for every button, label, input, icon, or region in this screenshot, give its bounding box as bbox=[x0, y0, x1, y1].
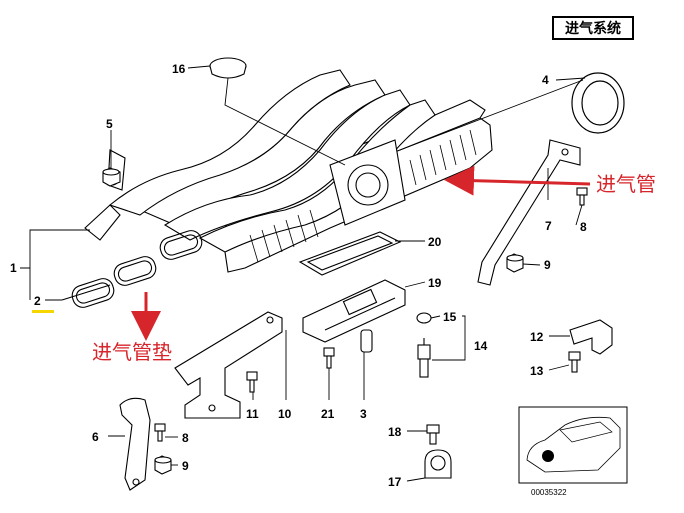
screw-11 bbox=[246, 371, 258, 393]
cap bbox=[209, 57, 247, 79]
temperature-sensor bbox=[416, 312, 432, 378]
part-number-7: 7 bbox=[545, 219, 552, 233]
bracket-10 bbox=[174, 311, 283, 419]
part-number-21: 21 bbox=[321, 407, 335, 421]
bracket-6 bbox=[119, 397, 151, 491]
intake-manifold-callout: 进气管 bbox=[596, 172, 656, 196]
part-number-17: 17 bbox=[388, 475, 402, 489]
part-number-1: 1 bbox=[10, 261, 17, 275]
part-number-15: 15 bbox=[443, 310, 457, 324]
part-number-2: 2 bbox=[34, 294, 41, 308]
part-number-12: 12 bbox=[530, 330, 544, 344]
part-number-16: 16 bbox=[172, 62, 186, 76]
screw-18 bbox=[426, 424, 440, 445]
part-number-4: 4 bbox=[542, 73, 549, 87]
part-number-19: 19 bbox=[428, 276, 442, 290]
part-number-9-bottom: 9 bbox=[182, 459, 189, 473]
screw-8-top bbox=[576, 187, 588, 206]
part-number-20: 20 bbox=[428, 235, 442, 249]
part-number-14: 14 bbox=[474, 339, 488, 353]
part-number-8-bottom: 8 bbox=[182, 431, 189, 445]
part-2-highlight bbox=[32, 310, 54, 313]
screw-21 bbox=[323, 347, 335, 369]
part-number-6: 6 bbox=[92, 430, 99, 444]
diagram-title: 进气系统 bbox=[552, 16, 634, 40]
vehicle-location-inset: 00035322 bbox=[518, 406, 628, 497]
part-number-18: 18 bbox=[388, 425, 402, 439]
part-number-8-top: 8 bbox=[580, 220, 587, 234]
part-number-10: 10 bbox=[278, 407, 292, 421]
part-number-3: 3 bbox=[360, 407, 367, 421]
strut-7 bbox=[477, 139, 581, 286]
part-number-11: 11 bbox=[246, 407, 259, 421]
callout-arrows bbox=[131, 165, 591, 341]
screw-8-bottom bbox=[154, 423, 166, 442]
sealing-ring bbox=[571, 72, 625, 134]
throttle-gasket bbox=[298, 231, 402, 276]
idle-valve bbox=[302, 279, 406, 343]
nut-9-top bbox=[506, 253, 524, 273]
intake-manifold bbox=[84, 69, 493, 273]
nut-9-bottom bbox=[154, 455, 172, 475]
bracket-12 bbox=[569, 319, 613, 355]
clip-17 bbox=[424, 449, 452, 479]
manifold-gasket-callout: 进气管垫 bbox=[92, 340, 172, 364]
part-number-9-top: 9 bbox=[544, 258, 551, 272]
manifold-gasket bbox=[61, 230, 203, 308]
leader-lines bbox=[20, 65, 586, 482]
part-numbers: 16 4 5 1 2 20 19 15 14 7 8 9 12 13 10 11… bbox=[10, 62, 587, 489]
part-number-5: 5 bbox=[106, 117, 113, 131]
diagram-code: 00035322 bbox=[531, 488, 567, 497]
sleeve bbox=[360, 329, 373, 353]
nut-5 bbox=[102, 167, 121, 187]
screw-13 bbox=[568, 351, 581, 373]
part-number-13: 13 bbox=[530, 364, 544, 378]
